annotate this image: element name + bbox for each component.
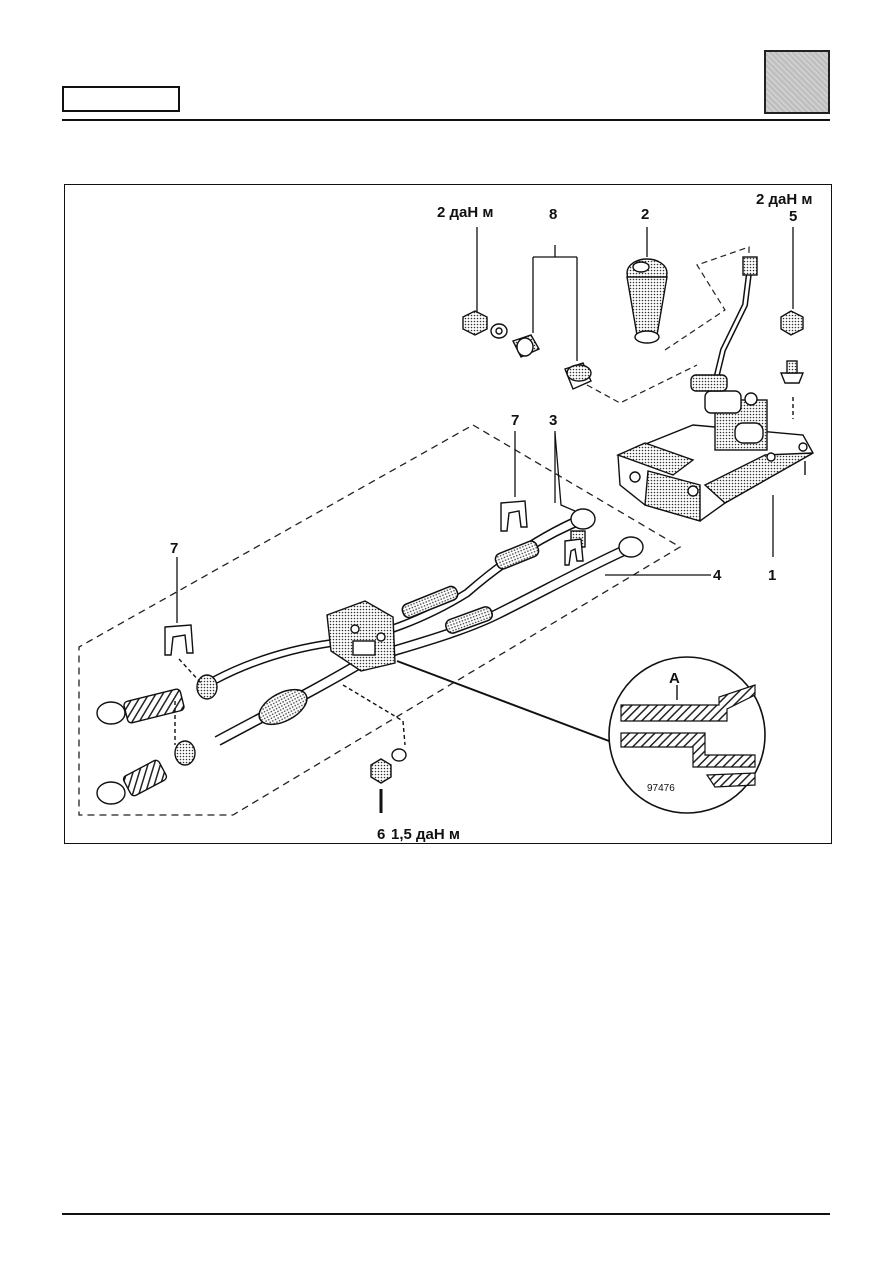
detail-letter-a: A	[669, 670, 680, 687]
detail-leader-line	[396, 660, 610, 742]
cable-bracket-plate	[326, 600, 396, 672]
torque-label-top-right: 2 даН м	[756, 191, 812, 208]
retaining-clips	[164, 500, 584, 745]
bushing-to-lever-dashed-line	[586, 364, 698, 404]
gear-engage-cable	[214, 544, 631, 746]
base-fasteners	[779, 310, 805, 419]
footer-rule	[62, 1213, 830, 1215]
gear-select-cable	[212, 514, 586, 684]
cable-ends-lower	[96, 674, 218, 805]
callout-1: 1	[768, 567, 776, 584]
gear-knob	[626, 258, 668, 344]
knob-to-lever-dashed-line	[664, 246, 750, 351]
callout-8: 8	[549, 206, 557, 223]
gearbox-nut-hardware	[342, 684, 407, 813]
header-label-box	[62, 86, 180, 112]
callout-7-upper: 7	[511, 412, 519, 429]
figure-reference-number: 97476	[647, 783, 675, 794]
torque-label-top-left: 2 даН м	[437, 204, 493, 221]
detail-view-a	[608, 656, 766, 814]
callout-2: 2	[641, 206, 649, 223]
gearshift-assembly-figure: 2 даН м 2 даН м 8 2 5 7 3 7 4 1 6 1,5 да…	[64, 184, 832, 844]
callout-leaders	[176, 227, 794, 623]
callout-6: 6	[377, 826, 385, 843]
torque-label-bottom: 1,5 даН м	[391, 826, 460, 843]
callout-7-left: 7	[170, 540, 178, 557]
exploded-diagram: 2 даН м 2 даН м 8 2 5 7 3 7 4 1 6 1,5 да…	[78, 191, 814, 843]
lever-bushing-hardware	[462, 310, 592, 390]
callout-5: 5	[789, 208, 797, 225]
shift-lever	[690, 256, 758, 392]
shift-base-bracket	[616, 390, 814, 522]
section-tab-marker	[764, 50, 830, 114]
cable-assembly-dashed-outline	[78, 424, 682, 816]
header-rule	[62, 119, 830, 121]
callout-4: 4	[713, 567, 722, 584]
callout-3: 3	[549, 412, 557, 429]
